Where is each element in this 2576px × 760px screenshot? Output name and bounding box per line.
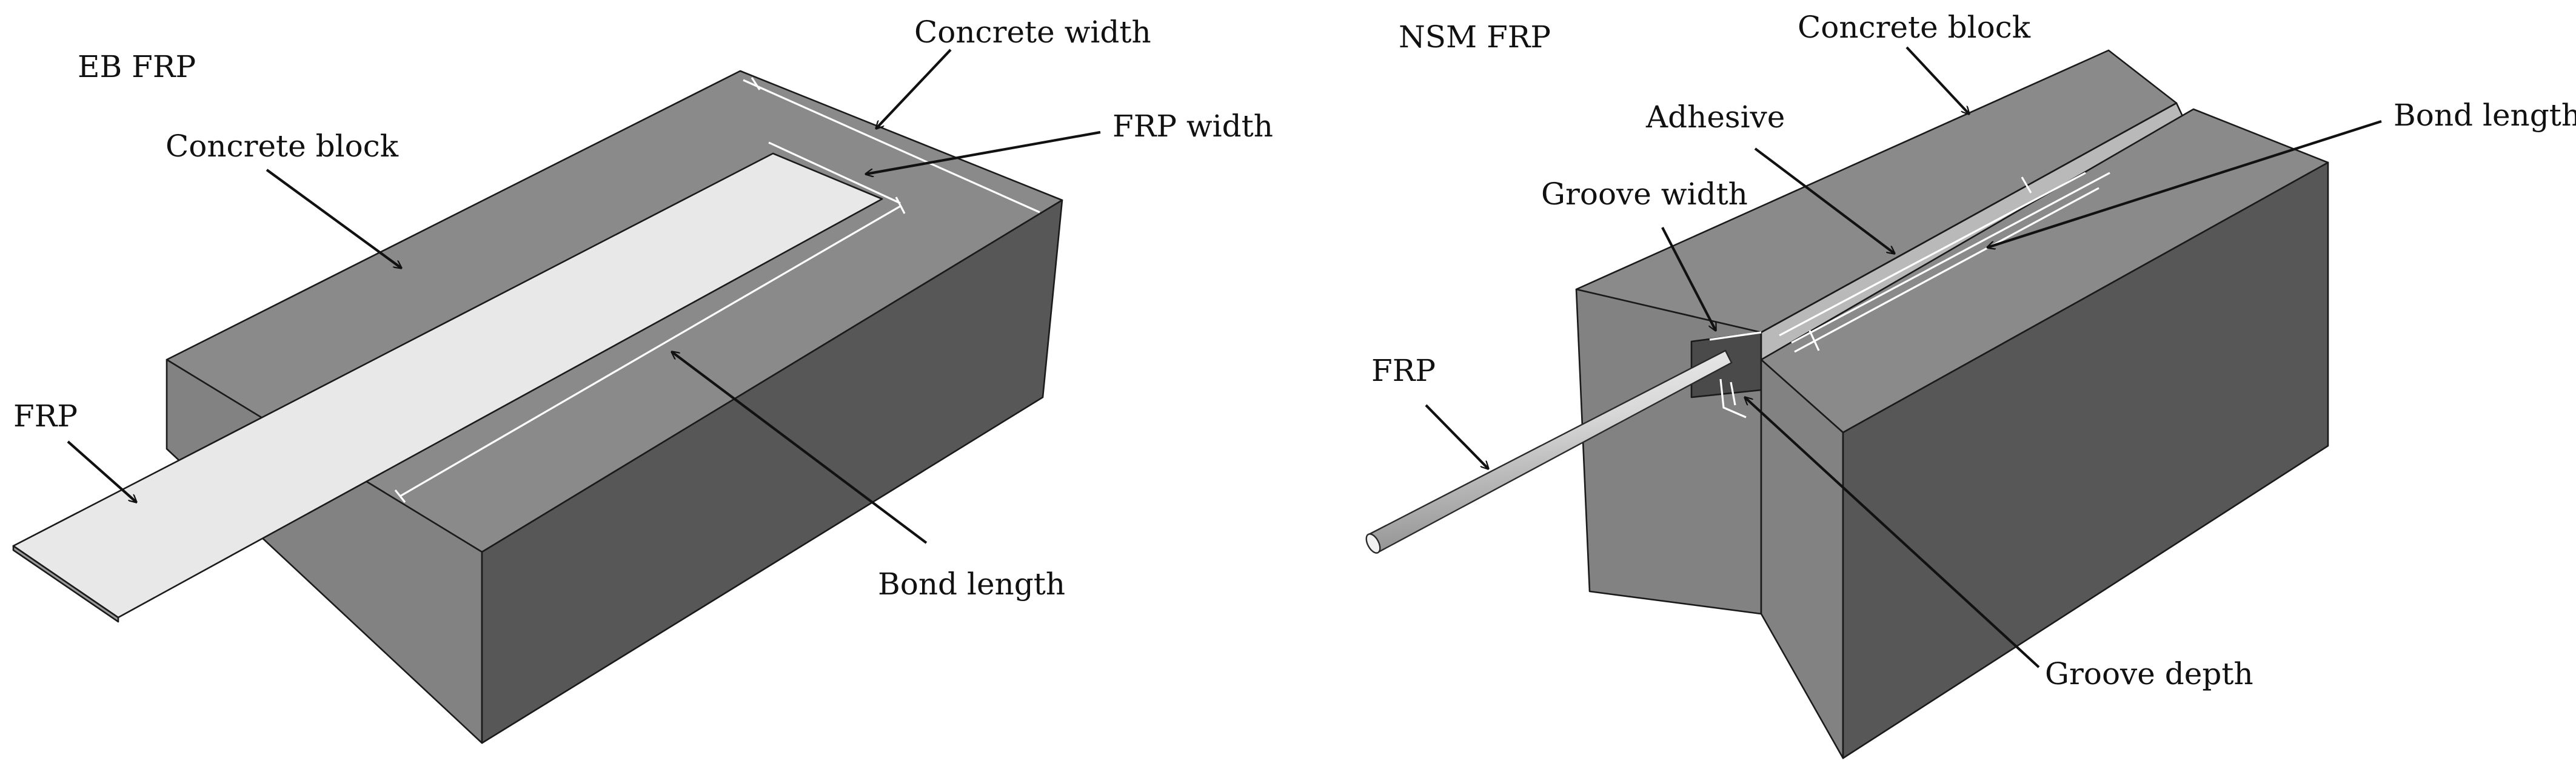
nsm-groove-outline [1709, 172, 2110, 419]
eb-annotations: EB FRP Concrete width FRP width Concrete… [13, 15, 1273, 602]
eb-block-side-face [481, 199, 1063, 744]
nsm-groove-width-label: Groove width [1541, 177, 1748, 212]
nsm-frp-rod-end [1365, 533, 1381, 554]
nsm-groove-depth-label: Groove depth [2045, 656, 2253, 691]
eb-bond-outline [394, 77, 1040, 503]
eb-concrete-block-label: Concrete block [166, 129, 399, 164]
nsm-groove-depth-arrow [1745, 397, 2040, 668]
nsm-right-block-side [1842, 161, 2329, 759]
eb-frp-width-label: FRP width [1112, 109, 1273, 144]
nsm-concrete-block [1575, 49, 2329, 759]
eb-frp-plate [12, 152, 883, 623]
eb-bond-length-arrow [672, 352, 928, 544]
nsm-bond-length-label: Bond length [2394, 98, 2576, 133]
nsm-concrete-block-label: Concrete block [1798, 10, 2031, 45]
nsm-frp-panel: NSM FRP Concrete block Adhesive Bond len… [1365, 10, 2576, 759]
nsm-groove-width-arrow [1661, 227, 1717, 331]
eb-frp-width-arrow [866, 130, 1101, 174]
eb-frp-label: FRP [13, 398, 78, 434]
eb-frp-arrow [67, 440, 136, 502]
nsm-adhesive-arrow [1754, 147, 1895, 254]
eb-frp-plate-top [12, 152, 883, 619]
eb-frp-panel: EB FRP Concrete width FRP width Concrete… [12, 15, 1273, 744]
eb-concrete-width-label: Concrete width [914, 15, 1151, 50]
eb-panel-title: EB FRP [78, 49, 196, 84]
nsm-adhesive-label: Adhesive [1645, 99, 1785, 135]
nsm-panel-title: NSM FRP [1399, 19, 1551, 55]
nsm-frp-arrow [1425, 404, 1488, 469]
eb-bond-length-label: Bond length [878, 567, 1065, 602]
eb-concrete-block-arrow [266, 169, 401, 268]
nsm-frp-rod [1365, 349, 1733, 554]
eb-concrete-width-arrow [876, 49, 952, 129]
nsm-annotations: NSM FRP Concrete block Adhesive Bond len… [1371, 10, 2576, 691]
nsm-frp-label: FRP [1371, 353, 1436, 388]
nsm-bond-length-arrow [1987, 119, 2382, 247]
nsm-concrete-block-arrow [1905, 46, 1969, 114]
